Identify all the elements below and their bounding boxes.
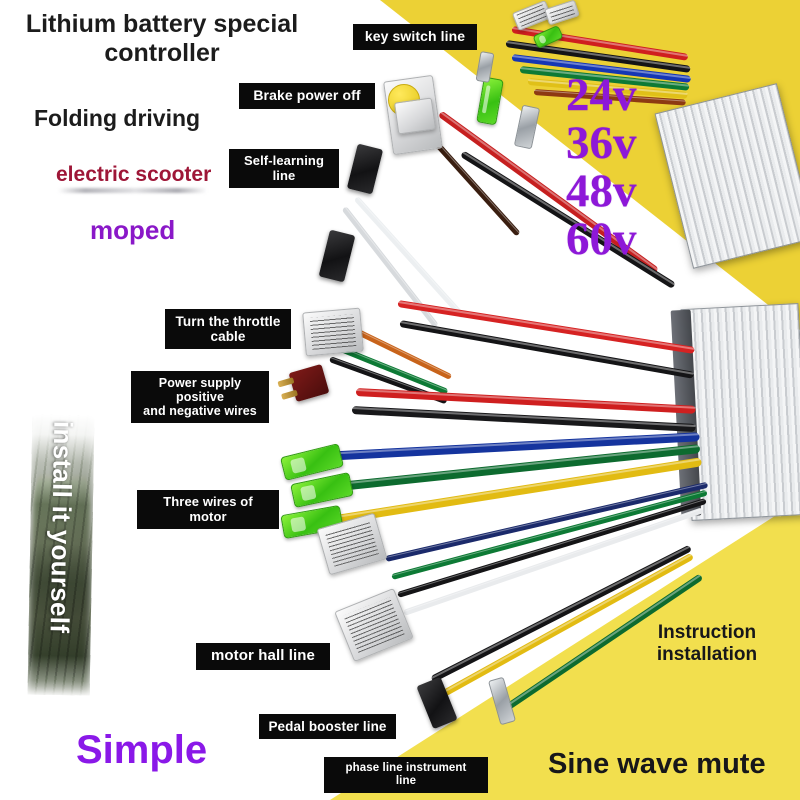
- connector-top-2: [544, 0, 580, 26]
- label-self-learning-line: Self-learning line: [229, 149, 339, 189]
- install-it-yourself-photo-strip: install it yourself: [27, 414, 95, 696]
- voltage-list: 24v 36v 48v 60v: [566, 69, 684, 265]
- voltage-60v: 60v: [566, 212, 637, 265]
- connector-self-learning-upper: [346, 143, 384, 195]
- tagline-sine-wave-mute: Sine wave mute: [548, 748, 766, 780]
- tagline-folding: Folding driving: [34, 105, 201, 131]
- voltage-24v: 24v: [566, 69, 637, 121]
- tagline-instruction-installation: Instruction installation: [656, 622, 758, 665]
- label-motor-hall-line: motor hall line: [196, 643, 330, 670]
- label-power-supply-wires: Power supply positive and negative wires: [131, 371, 269, 423]
- tagline-electric-scooter: electric scooter: [56, 163, 212, 186]
- install-it-yourself-label: install it yourself: [45, 420, 79, 634]
- label-turn-the-throttle-cable: Turn the throttle cable: [165, 309, 291, 350]
- label-phase-line-instrument: phase line instrument line: [324, 757, 488, 793]
- tagline-simple: Simple: [76, 728, 208, 772]
- label-pedal-booster-line: Pedal booster line: [259, 714, 396, 740]
- green-bullet-connector: [476, 76, 504, 126]
- label-key-switch-line: key switch line: [353, 24, 477, 50]
- voltage-36v: 36v: [566, 116, 637, 169]
- connector-throttle: [302, 307, 364, 357]
- label-three-wires-of-motor: Three wires of motor: [137, 490, 279, 530]
- voltage-48v: 48v: [566, 164, 637, 217]
- page-title: Lithium battery special controller: [25, 10, 299, 67]
- connector-hall-lower: [334, 587, 414, 663]
- connector-self-learning-lower: [318, 229, 356, 283]
- tagline-moped: moped: [90, 215, 176, 245]
- label-brake-power-off: Brake power off: [239, 83, 375, 109]
- connector-brake: [393, 97, 437, 135]
- harness-wire: [353, 195, 466, 319]
- connector-t-plug: [277, 363, 330, 403]
- silver-bullet-connector: [513, 104, 541, 150]
